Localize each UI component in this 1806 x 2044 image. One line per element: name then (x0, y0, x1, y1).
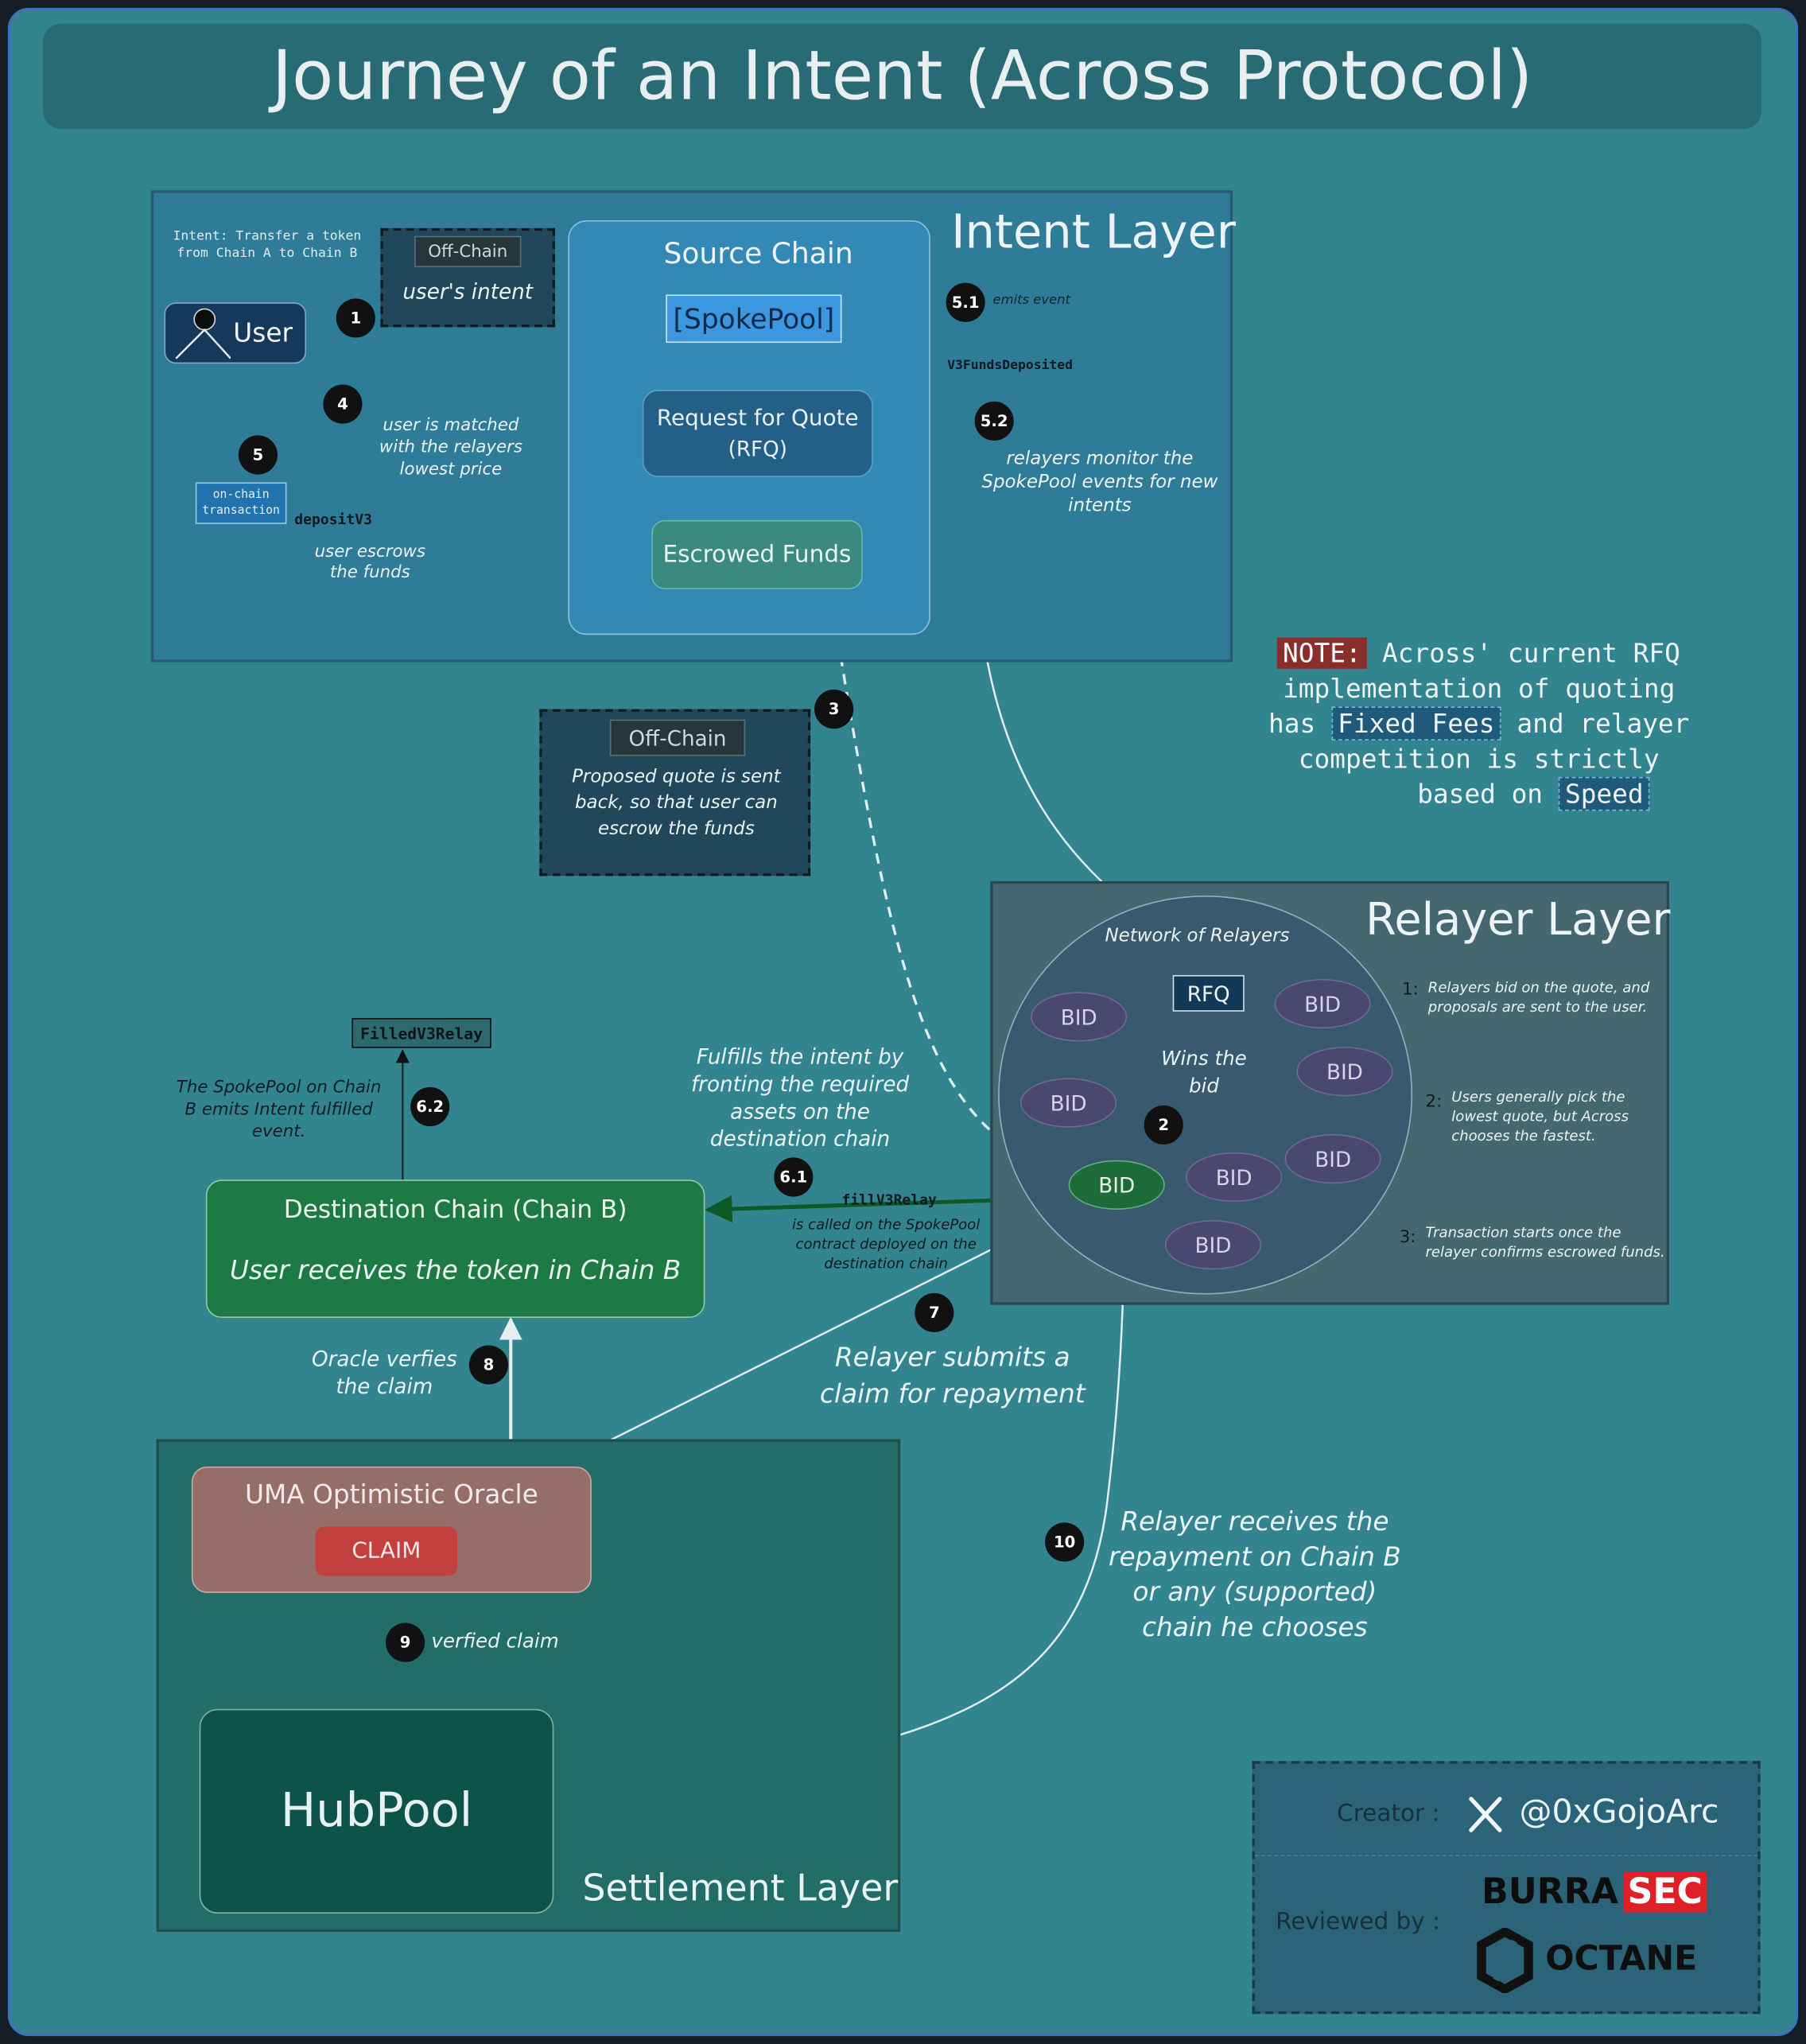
hubpool[interactable]: HubPool (199, 1708, 554, 1914)
source-chain-title: Source Chain (663, 238, 853, 271)
step-badge-3: 3 (814, 690, 854, 729)
credits-divider (1254, 1855, 1758, 1856)
verified-claim-text: verfied claim (431, 1629, 559, 1653)
step-badge-8: 8 (468, 1345, 509, 1385)
destination-title: Destination Chain (Chain B) (283, 1195, 627, 1225)
speed-highlight: Speed (1558, 776, 1650, 811)
fixed-fees-highlight: Fixed Fees (1330, 706, 1501, 740)
step52-text: relayers monitor the SpokePool events fo… (981, 448, 1218, 517)
users-intent-text: user's intent (402, 278, 534, 304)
note-line-2: implementation of quoting (1283, 672, 1676, 705)
rfq-line1: Request for Quote (656, 405, 859, 432)
offchain-quote-text: Proposed quote is sent back, so that use… (572, 766, 781, 840)
user-label: User (233, 317, 293, 348)
step-badge-5: 5 (238, 435, 278, 475)
event-filledv3relay: FilledV3Relay (351, 1018, 491, 1048)
offchain-tag: Off-Chain (414, 235, 522, 267)
note-line-1: Across' current RFQ (1382, 637, 1680, 669)
step-badge-10: 10 (1045, 1522, 1085, 1562)
bid-6[interactable]: BID (1186, 1152, 1283, 1203)
bid-1[interactable]: BID (1031, 992, 1128, 1042)
bid-3[interactable]: BID (1296, 1047, 1393, 1097)
rfq-request[interactable]: RFQ (1172, 974, 1245, 1012)
submit-claim-text: Relayer submits a claim for repayment (819, 1341, 1086, 1409)
step-badge-4: 4 (323, 384, 363, 424)
event-v3fundsdeposited: V3FundsDeposited (947, 358, 1074, 373)
burra-text: BURRA (1481, 1871, 1618, 1913)
note-line-4: competition is strictly (1298, 743, 1660, 775)
intent-layer-label: Intent Layer (951, 205, 1237, 260)
note-line-3a: has (1268, 707, 1316, 740)
reviewed-label: Reviewed by : (1276, 1908, 1441, 1936)
point-text: Transaction starts once the relayer conf… (1425, 1224, 1665, 1261)
bid-5[interactable]: BID (1284, 1133, 1381, 1184)
point-num: 1: (1402, 980, 1419, 1001)
step-badge-5-1: 5.1 (946, 282, 985, 322)
x-logo-icon (1469, 1797, 1502, 1832)
step-badge-5-2: 5.2 (974, 401, 1014, 441)
point-text: Relayers bid on the quote, and proposals… (1427, 978, 1650, 1016)
point-num: 3: (1399, 1227, 1416, 1248)
octane-logo-icon (1477, 1928, 1533, 1994)
note-line-3c: and relayer (1517, 707, 1690, 740)
user-node[interactable]: User (164, 302, 307, 364)
onchain-tag: on-chain transaction (195, 482, 287, 524)
step4-text: user is matched with the relayers lowest… (379, 415, 522, 480)
bid-7[interactable]: BID (1164, 1220, 1262, 1270)
fill-note: is called on the SpokePool contract depl… (792, 1216, 981, 1273)
offchain-quote-tag: Off-Chain (609, 719, 746, 756)
step-badge-2: 2 (1144, 1105, 1183, 1145)
page-title: Journey of an Intent (Across Protocol) (272, 37, 1533, 116)
spokepool-contract[interactable]: [SpokePool] (666, 294, 842, 344)
relayer-point-1: 1: Relayers bid on the quote, and propos… (1402, 975, 1668, 1016)
intent-note: Intent: Transfer a token from Chain A to… (173, 229, 362, 261)
repayment-text: Relayer receives the repayment on Chain … (1108, 1506, 1401, 1643)
rfq-line2: (RFQ) (728, 437, 787, 462)
relayer-layer-label: Relayer Layer (1365, 894, 1671, 946)
creator-label: Creator : (1337, 1800, 1440, 1828)
escrow-note: user escrows the funds (314, 542, 426, 583)
title-banner: Journey of an Intent (Across Protocol) (43, 23, 1762, 130)
escrowed-funds[interactable]: Escrowed Funds (651, 519, 863, 589)
rfq-box[interactable]: Request for Quote (RFQ) (642, 390, 873, 477)
note-block: NOTE: Across' current RFQ implementation… (1251, 636, 1707, 812)
network-label: Network of Relayers (1105, 925, 1290, 946)
note-line-5a: based on (1417, 778, 1544, 810)
relayer-point-3: 3: Transaction starts once the relayer c… (1399, 1222, 1668, 1261)
step-badge-6-1: 6.1 (774, 1157, 814, 1197)
bid-2[interactable]: BID (1274, 978, 1371, 1029)
relayer-point-2: 2: Users generally pick the lowest quote… (1425, 1087, 1671, 1144)
oracle-verifies-text: Oracle verfies the claim (311, 1346, 457, 1399)
step-badge-1: 1 (336, 298, 375, 338)
fulfill-text: Fulfills the intent by fronting the requ… (690, 1043, 910, 1152)
emits-event-label: emits event (992, 293, 1070, 308)
creator-handle[interactable]: @0xGojoArc (1519, 1792, 1719, 1831)
oracle-title: UMA Optimistic Oracle (244, 1478, 538, 1510)
sec-text: SEC (1623, 1871, 1707, 1913)
step-badge-6-2: 6.2 (410, 1086, 450, 1127)
claim-box[interactable]: CLAIM (315, 1526, 458, 1576)
user-icon (175, 308, 231, 359)
destination-text: User receives the token in Chain B (229, 1253, 682, 1286)
point-num: 2: (1425, 1092, 1443, 1113)
bid-4[interactable]: BID (1020, 1078, 1117, 1128)
point-text: Users generally pick the lowest quote, b… (1451, 1088, 1629, 1145)
note-tag: NOTE: (1277, 637, 1367, 669)
settlement-layer-label: Settlement Layer (582, 1867, 899, 1910)
step-badge-9: 9 (385, 1622, 425, 1662)
event-note: The SpokePool on Chain B emits Intent fu… (176, 1078, 382, 1142)
octane-text: OCTANE (1545, 1939, 1698, 1980)
destination-chain[interactable] (205, 1179, 705, 1319)
winning-bid[interactable]: BID (1068, 1160, 1165, 1210)
fill-fn: fillV3Relay (841, 1191, 937, 1209)
step-badge-7: 7 (915, 1292, 954, 1333)
deposit-fn: depositV3 (294, 511, 372, 528)
wins-bid-text: Wins the bid (1161, 1047, 1247, 1098)
offchain-intent-box (380, 227, 556, 328)
